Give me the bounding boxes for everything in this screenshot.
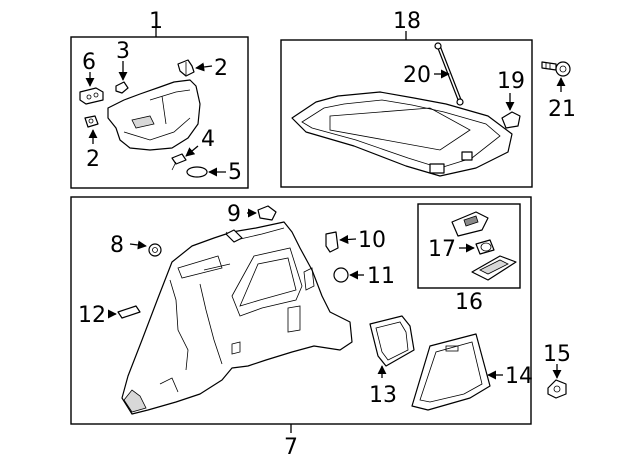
part-1-upper-trim-panel: [107, 79, 201, 151]
group-box-16: [417, 203, 521, 289]
part-12-pad: [107, 305, 141, 319]
callout-3: 3: [116, 39, 130, 64]
part-15-nut: [547, 364, 567, 399]
callout-8: 8: [110, 233, 124, 258]
part-20-strut: [434, 42, 464, 106]
part-14-access-panel: [411, 333, 503, 411]
part-13-cover: [369, 315, 415, 378]
part-2-push-pin-left: [84, 115, 99, 144]
callout-14: 14: [505, 364, 533, 389]
callout-13: 13: [369, 383, 397, 408]
part-16-lamp-housing: [451, 211, 517, 281]
part-9-clip: [247, 205, 277, 221]
callout-1: 1: [149, 9, 163, 34]
callout-11: 11: [367, 264, 395, 289]
part-17-bulb: [459, 239, 495, 255]
callout-5: 5: [228, 160, 242, 185]
callout-2-lower: 2: [86, 147, 100, 172]
part-10-bracket: [325, 231, 357, 253]
callout-16: 16: [455, 290, 483, 315]
callout-15: 15: [543, 342, 571, 367]
part-19-clip: [501, 93, 521, 129]
part-7-quarter-trim-panel: [121, 221, 353, 415]
part-5-cap: [186, 166, 226, 178]
callout-19: 19: [497, 69, 525, 94]
part-11-plug: [333, 267, 364, 283]
callout-10: 10: [358, 228, 386, 253]
callout-4: 4: [201, 127, 215, 152]
callout-9: 9: [227, 202, 241, 227]
callout-6: 6: [82, 50, 96, 75]
group-box-7: [70, 196, 532, 433]
part-21-bolt: [541, 61, 571, 92]
part-18-cargo-floor-panel: [291, 91, 513, 177]
part-2-bolt-right: [177, 59, 213, 77]
group-box-18: [280, 31, 533, 188]
group-box-1: [70, 28, 249, 189]
part-8-fastener: [129, 240, 162, 257]
part-3-retainer: [115, 61, 129, 94]
part-6-clip: [79, 72, 104, 105]
part-4-screw: [171, 145, 199, 171]
callout-2-upper: 2: [214, 56, 228, 81]
callout-7: 7: [284, 435, 298, 460]
callout-17: 17: [428, 237, 456, 262]
callout-12: 12: [78, 303, 106, 328]
callout-21: 21: [548, 97, 576, 122]
callout-18: 18: [393, 9, 421, 34]
callout-20: 20: [403, 63, 431, 88]
